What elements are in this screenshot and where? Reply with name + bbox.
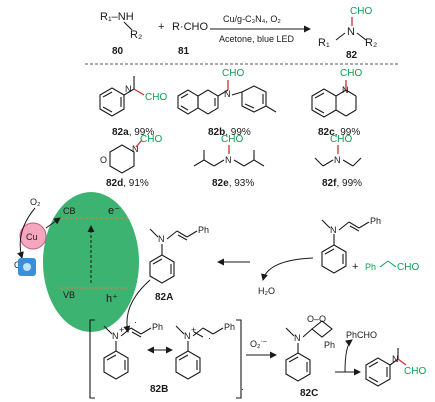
product-82c: CHO N 82c, 99% bbox=[311, 68, 362, 138]
label-82f: 82f, 99% bbox=[322, 178, 362, 189]
photocatalyst: CB VB e⁻ h⁺ Cu O₂ O₂·– bbox=[14, 192, 139, 332]
vb-label: VB bbox=[63, 290, 75, 300]
oxidation-arrow bbox=[123, 279, 151, 333]
svg-text:N: N bbox=[112, 331, 119, 341]
svg-text:Ph: Ph bbox=[324, 340, 335, 350]
o2-label: O₂ bbox=[30, 197, 41, 207]
svg-text:N: N bbox=[158, 234, 165, 244]
final-product: N CHO bbox=[365, 348, 426, 387]
label-80: 80 bbox=[112, 46, 124, 57]
label-82c: 82c, 99% bbox=[318, 127, 360, 138]
product-r1: R₁ bbox=[318, 37, 330, 49]
product-82a: CHO N 82a, 99% bbox=[99, 76, 167, 138]
product-82f: CHO N 82f, 99% bbox=[314, 134, 362, 189]
svg-text:N: N bbox=[224, 89, 231, 99]
water-label: H₂O bbox=[258, 286, 275, 296]
svg-text:N: N bbox=[125, 84, 132, 94]
svg-text:N: N bbox=[294, 333, 301, 343]
label-82B: 82B bbox=[150, 384, 168, 395]
product-82d: O N CHO 82d, 91% bbox=[100, 134, 162, 189]
intermediate-82A: N Ph 82A bbox=[149, 225, 209, 303]
cho-final: CHO bbox=[404, 366, 426, 377]
svg-text:·: · bbox=[241, 384, 244, 394]
label-82b: 82b, 99% bbox=[208, 127, 251, 138]
o2-step-label: O₂·– bbox=[250, 338, 267, 349]
product-r2: R₂ bbox=[365, 37, 377, 49]
ph-aldehyde: Ph bbox=[365, 262, 376, 272]
svg-text:N: N bbox=[330, 225, 337, 235]
svg-text:N: N bbox=[132, 144, 139, 154]
product-n: N bbox=[347, 26, 355, 38]
cho-82d: CHO bbox=[140, 134, 162, 145]
label-82A: 82A bbox=[155, 292, 173, 303]
conditions-bottom: Acetone, blue LED bbox=[219, 34, 295, 44]
cho-82f: CHO bbox=[330, 134, 352, 145]
svg-text:·: · bbox=[134, 317, 137, 327]
svg-text:+: + bbox=[119, 325, 124, 335]
electron-label: e⁻ bbox=[108, 205, 120, 217]
intermediate-82C: N O–O Ph 82C bbox=[285, 314, 335, 399]
svg-text:Ph: Ph bbox=[152, 322, 163, 332]
svg-text:Ph: Ph bbox=[198, 225, 209, 235]
svg-text:N: N bbox=[342, 85, 349, 95]
amine-r1-nh: R₁–NH bbox=[100, 11, 134, 23]
ph-enamine: Ph bbox=[370, 216, 381, 226]
svg-text:N: N bbox=[392, 354, 399, 364]
label-82e: 82e, 93% bbox=[212, 178, 254, 189]
product-82e: CHO N 82e, 93% bbox=[193, 134, 265, 189]
cho-82c: CHO bbox=[340, 68, 362, 79]
phcho-label: PhCHO bbox=[346, 330, 377, 340]
cu-label: Cu bbox=[26, 232, 38, 242]
label-81: 81 bbox=[178, 46, 190, 57]
amine-r2: R₂ bbox=[130, 29, 142, 41]
product-cho: CHO bbox=[350, 6, 372, 17]
cb-label: CB bbox=[63, 206, 76, 216]
svg-text:+: + bbox=[191, 325, 196, 335]
svg-text:N: N bbox=[184, 331, 191, 341]
cho-82e: CHO bbox=[221, 134, 243, 145]
label-82C: 82C bbox=[300, 388, 318, 399]
svg-text:O–O: O–O bbox=[307, 314, 326, 324]
cu-transfer-arrow bbox=[45, 217, 61, 229]
svg-text:O: O bbox=[100, 155, 107, 165]
cho-82a: CHO bbox=[145, 92, 167, 103]
hydrolysis-arrow bbox=[261, 257, 314, 281]
cu-nanoparticle bbox=[19, 222, 47, 250]
product-82b: CHO N 82b, 99% bbox=[177, 68, 277, 138]
plus-sign: + bbox=[158, 21, 164, 33]
svg-text:N: N bbox=[225, 155, 232, 165]
svg-text:Ph: Ph bbox=[224, 322, 235, 332]
svg-text:·: · bbox=[208, 333, 211, 343]
led-glow bbox=[23, 263, 31, 271]
aldehyde-rcho: R·CHO bbox=[172, 21, 208, 33]
svg-text:N: N bbox=[334, 155, 341, 165]
intermediate-82B: · N + Ph · N + Ph · 82B bbox=[89, 317, 244, 399]
cho-82b: CHO bbox=[222, 68, 244, 79]
enamine-substrate: N Ph bbox=[321, 216, 381, 274]
label-82d: 82d, 91% bbox=[106, 178, 149, 189]
general-reaction: R₁–NH R₂ 80 + R·CHO 81 Cu/g-C₃N₄, O₂ Ace… bbox=[85, 6, 400, 65]
label-82a: 82a, 99% bbox=[112, 127, 154, 138]
o2-reduction-arrow bbox=[17, 207, 36, 259]
phenylacetaldehyde: + Ph CHO bbox=[352, 260, 419, 273]
plus-sign-2: + bbox=[352, 261, 358, 273]
cho-aldehyde: CHO bbox=[397, 262, 419, 273]
conditions-top: Cu/g-C₃N₄, O₂ bbox=[223, 14, 281, 24]
label-82: 82 bbox=[346, 50, 358, 61]
hole-label: h⁺ bbox=[106, 293, 118, 305]
